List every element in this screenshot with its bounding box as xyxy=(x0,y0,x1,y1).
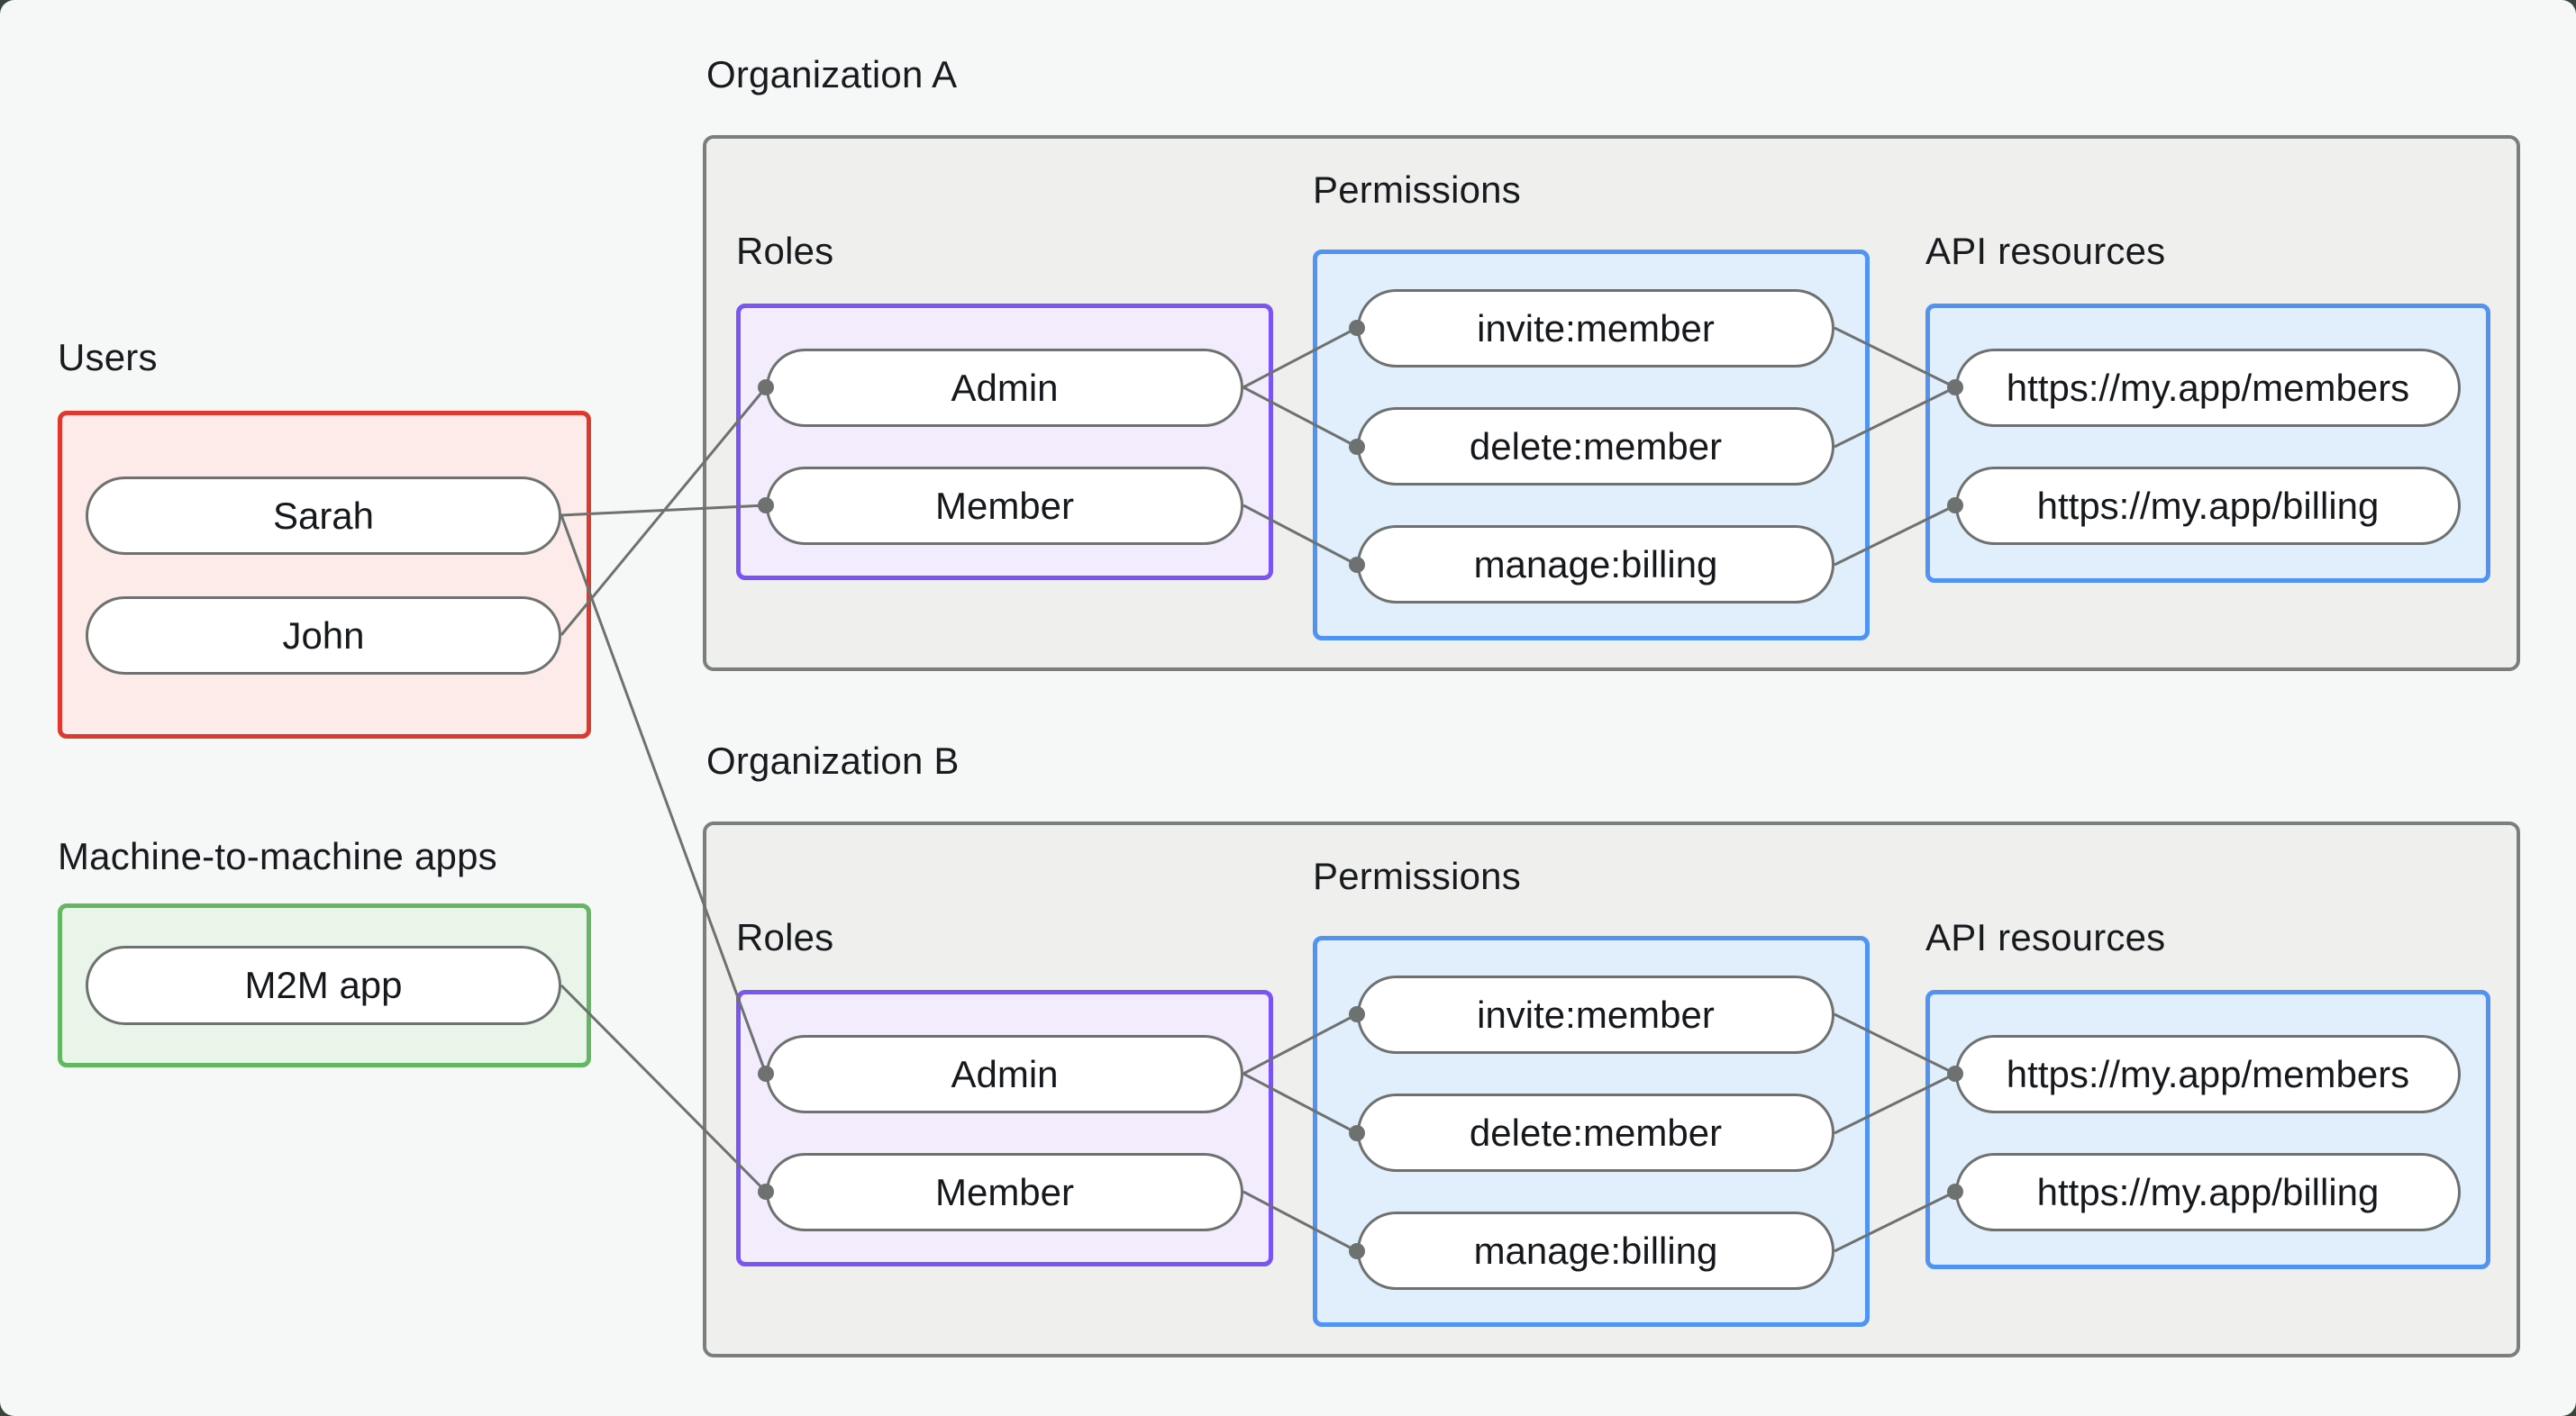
org-b-roles-label: Roles xyxy=(736,916,834,958)
org-a-roles-label: Roles xyxy=(736,230,834,272)
node-org-a-api-billing: https://my.app/billing xyxy=(1955,467,2461,545)
node-sarah: Sarah xyxy=(86,477,561,555)
org-a-permissions-label: Permissions xyxy=(1313,168,1521,211)
node-m2m-app: M2M app xyxy=(86,946,561,1025)
org-b-api-label: API resources xyxy=(1925,916,2166,958)
node-org-a-api-members: https://my.app/members xyxy=(1955,349,2461,427)
org-a-title: Organization A xyxy=(706,53,958,95)
node-org-b-api-members: https://my.app/members xyxy=(1955,1035,2461,1113)
node-org-a-member: Member xyxy=(766,467,1243,545)
org-b-permissions-label: Permissions xyxy=(1313,855,1521,897)
node-org-a-admin: Admin xyxy=(766,349,1243,427)
node-org-b-delete-member: delete:member xyxy=(1357,1094,1834,1172)
node-org-a-manage-billing: manage:billing xyxy=(1357,525,1834,604)
node-org-b-manage-billing: manage:billing xyxy=(1357,1212,1834,1290)
node-org-b-api-billing: https://my.app/billing xyxy=(1955,1153,2461,1231)
node-org-b-admin: Admin xyxy=(766,1035,1243,1113)
org-a-api-label: API resources xyxy=(1925,230,2166,272)
node-org-b-member: Member xyxy=(766,1153,1243,1231)
users-group-box xyxy=(58,411,591,739)
org-b-title: Organization B xyxy=(706,740,960,782)
node-john: John xyxy=(86,596,561,675)
users-group-label: Users xyxy=(58,336,158,378)
node-org-b-invite-member: invite:member xyxy=(1357,976,1834,1054)
m2m-group-label: Machine-to-machine apps xyxy=(58,835,497,877)
node-org-a-delete-member: delete:member xyxy=(1357,407,1834,486)
node-org-a-invite-member: invite:member xyxy=(1357,289,1834,368)
